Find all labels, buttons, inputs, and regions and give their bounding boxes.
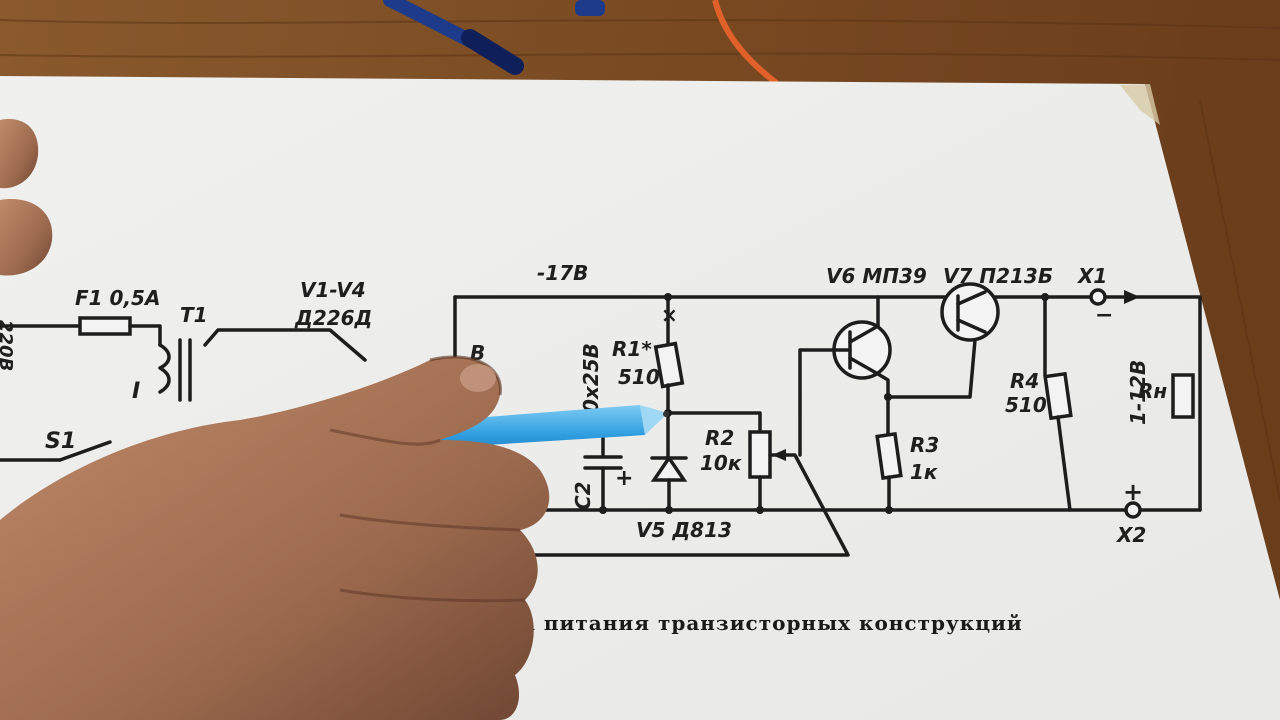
resistor-r3 xyxy=(875,431,903,481)
blue-clip xyxy=(575,0,605,16)
v6-label: V6 МП39 xyxy=(826,264,927,288)
r3-ref-label: R3 xyxy=(910,433,939,457)
transistor-v7 xyxy=(940,282,1000,342)
resistor-r1 xyxy=(653,341,685,389)
v7-label: V7 П213Б xyxy=(943,264,1053,288)
terminal-x2 xyxy=(1124,501,1142,519)
terminal-x1 xyxy=(1089,288,1107,306)
mark-x-label: × xyxy=(661,303,678,327)
r1-value-label: 510 xyxy=(618,365,660,389)
fuse-label: F1 0,5A xyxy=(75,286,160,310)
winding-label: I xyxy=(132,379,140,404)
r4-ref-label: R4 xyxy=(1010,369,1039,393)
x1-label: X1 xyxy=(1076,264,1107,288)
zener-label: V5 Д813 xyxy=(636,518,732,542)
transformer-label: T1 xyxy=(180,303,208,327)
r2-ref-label: R2 xyxy=(705,426,734,450)
x2-plus-label: + xyxy=(1123,478,1143,506)
bridge-ref-label: V1-V4 xyxy=(300,278,366,302)
potentiometer-r2 xyxy=(748,430,772,479)
c2-value-label: 0x25В xyxy=(579,343,603,413)
schematic-labels: F1 0,5A T1 I S1 V1-V4 Д226Д 220В В -17В … xyxy=(0,261,1167,547)
figure-caption: а питания транзисторных конструкций xyxy=(522,611,1023,635)
fuse-f1 xyxy=(78,316,132,336)
bridge-part-label: Д226Д xyxy=(294,306,372,330)
r4-value-label: 510 xyxy=(1005,393,1047,417)
switch-label: S1 xyxy=(45,429,76,454)
load-label: Rн xyxy=(1138,379,1167,403)
cut-voltage-label: 220В xyxy=(0,320,16,371)
r3-value-label: 1к xyxy=(910,460,938,484)
r2-value-label: 10к xyxy=(700,451,742,475)
c2-plus-label: + xyxy=(615,466,633,491)
hand xyxy=(0,119,550,720)
c2-ref-label: C2 xyxy=(571,481,595,510)
x2-label: X2 xyxy=(1115,523,1146,547)
output-range-label: 1-12В xyxy=(1126,360,1150,425)
x1-minus-label: − xyxy=(1095,303,1113,328)
resistor-load xyxy=(1171,373,1195,419)
rail-voltage-label: -17В xyxy=(537,261,588,285)
r1-ref-label: R1* xyxy=(612,337,652,361)
resistor-r4 xyxy=(1043,371,1073,421)
